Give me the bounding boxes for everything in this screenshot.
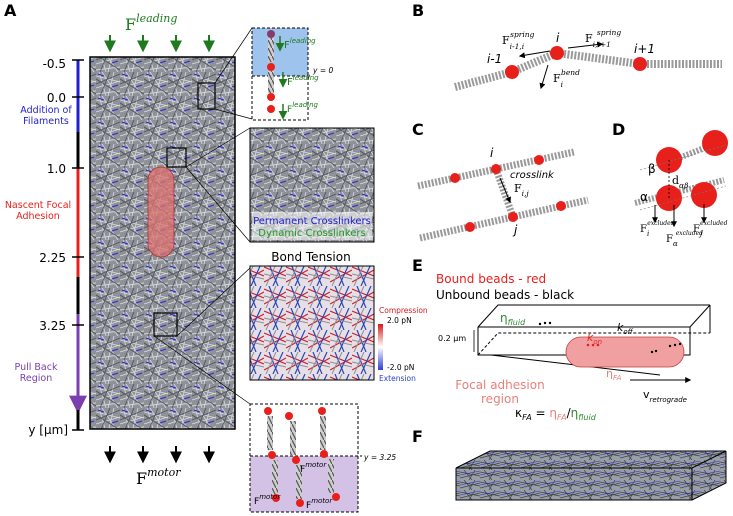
inset-leading xyxy=(251,27,312,121)
y-tick-label: 3.25 xyxy=(39,319,66,333)
inset-bottom-y325: y = 3.25 xyxy=(363,453,396,462)
e-region-line1: Focal adhesion xyxy=(455,378,544,392)
e-eta-fluid: ηfluid xyxy=(500,311,526,327)
panel-label-b: B xyxy=(412,1,424,20)
b-f-spring-left: Fi-1,ispring xyxy=(502,30,535,51)
panel-c-filaments xyxy=(417,148,589,242)
panel-label-c: C xyxy=(412,120,424,139)
inset-motor-f1: Fmotor xyxy=(300,461,327,475)
legend-permanent-crosslinkers: Permanent Crosslinkers xyxy=(253,216,371,227)
d-f-i: Fiexcluded xyxy=(640,220,675,238)
inset-top-f1: Fleading xyxy=(284,37,316,51)
region-nascent-line2: Adhesion xyxy=(16,211,60,222)
legend-dynamic-crosslinkers: Dynamic Crosslinkers xyxy=(258,228,366,239)
e-focal-adhesion-capsule xyxy=(565,336,685,368)
e-legend-bound: Bound beads - red xyxy=(436,272,546,286)
leading-force-arrows xyxy=(104,35,215,53)
e-thickness: 0.2 μm xyxy=(438,334,466,343)
y-tick-label: -0.5 xyxy=(43,57,66,71)
b-f-bend: Fibend xyxy=(553,68,580,89)
inset-top-y0: y = 0 xyxy=(312,66,333,75)
region-pull-line1: Pull Back xyxy=(15,362,58,373)
panel-d-diagram xyxy=(634,130,728,228)
d-label-distance: dαβ xyxy=(672,174,689,190)
b-label-i+1: i+1 xyxy=(634,42,655,56)
e-beads xyxy=(538,321,682,354)
y-tick-label: 0.0 xyxy=(47,91,66,105)
e-k-on: kon xyxy=(587,331,602,346)
tension-colorbar xyxy=(378,324,383,370)
region-addition-line1: Addition of xyxy=(20,105,72,116)
d-label-beta: β xyxy=(648,162,656,176)
region-addition-line2: Filaments xyxy=(23,116,69,127)
y-axis-unit: y [μm] xyxy=(28,423,68,437)
e-region-line2: region xyxy=(481,392,519,406)
c-label-j: j xyxy=(512,223,518,237)
d-f-j: Fjexcluded xyxy=(693,220,728,238)
region-nascent-line1: Nascent Focal xyxy=(5,200,71,211)
motor-force-arrows xyxy=(104,446,215,464)
panel-label-a: A xyxy=(4,1,17,20)
e-k-off: koff xyxy=(617,321,634,336)
y-tick-label: 1.0 xyxy=(47,162,66,176)
bond-tension-mesh xyxy=(249,265,375,381)
inset-motor-f3: Fmotor xyxy=(306,497,333,511)
inset-motor xyxy=(249,403,362,513)
c-f-ij: Fi,j xyxy=(514,182,529,198)
inset-box-mid-marker xyxy=(166,147,187,168)
colorbar-extension-label: Extension xyxy=(379,374,416,383)
panel-b-filament xyxy=(453,41,722,91)
f-motor-label: Fmotor xyxy=(136,466,181,488)
f-leading-label: Fleading xyxy=(125,12,177,34)
inset-top-f2: Fleading xyxy=(287,74,319,88)
panel-label-e: E xyxy=(412,256,423,275)
e-legend-unbound: Unbound beads - black xyxy=(436,288,574,302)
c-label-crosslink: crosslink xyxy=(510,170,555,181)
y-axis xyxy=(69,59,87,431)
b-label-i-1: i-1 xyxy=(487,52,502,66)
colorbar-max-value: 2.0 pN xyxy=(387,316,412,325)
d-f-alpha: Fαexcluded xyxy=(666,230,703,248)
colorbar-min-value: -2.0 pN xyxy=(387,363,414,372)
e-kappa-equation: κFA = ηFA/ηfluid xyxy=(515,406,597,422)
y-tick-label: 2.25 xyxy=(39,251,66,265)
inset-box-bottom-marker xyxy=(153,312,178,337)
e-v-retrograde: vretrograde xyxy=(643,388,687,404)
panel-label-d: D xyxy=(612,120,625,139)
d-label-alpha: α xyxy=(640,190,648,204)
b-f-spring-right: Fi,i+1spring xyxy=(585,28,621,49)
inset-box-top-marker xyxy=(197,82,216,110)
focal-adhesion-capsule xyxy=(147,166,175,258)
b-label-i: i xyxy=(556,31,560,45)
c-label-i: i xyxy=(490,146,494,160)
colorbar-compression-label: Compression xyxy=(379,306,428,315)
panel-label-f: F xyxy=(412,427,423,446)
inset-crosslinkers xyxy=(249,127,375,243)
inset-connectors xyxy=(153,27,253,405)
inset-motor-f2: Fmotor xyxy=(254,493,281,507)
panel-f-mesh xyxy=(455,450,727,501)
inset-top-f3: Fleading xyxy=(287,101,319,115)
bond-tension-title: Bond Tension xyxy=(271,250,350,264)
e-bound-beads xyxy=(586,343,600,347)
region-pull-line2: Region xyxy=(20,373,53,384)
e-eta-fa: ηFA xyxy=(606,367,622,382)
